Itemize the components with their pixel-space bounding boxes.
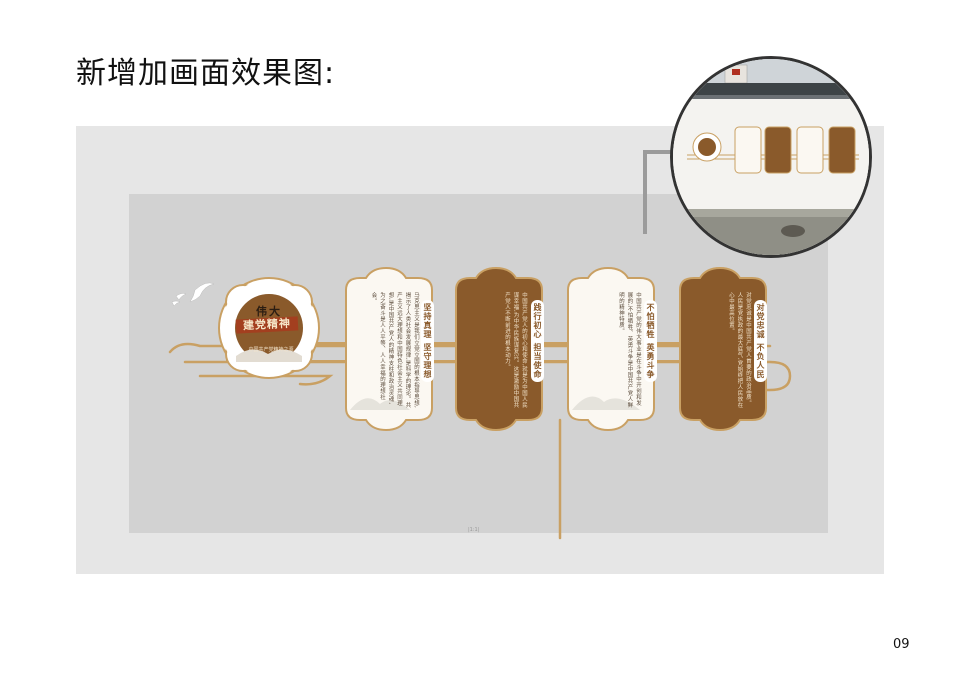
site-photo [673, 59, 869, 255]
card-4-body: 对党忠诚是中国共产党人首要的政治品质。人民是党执政的最大底气,党始终把人民放在心… [728, 292, 751, 409]
callout-connector-arm [643, 150, 683, 154]
card-4 [679, 266, 767, 432]
medallion-frame [218, 277, 320, 379]
card-1 [345, 266, 433, 432]
callout-connector [643, 150, 647, 234]
wall-scale-tag: |1:1| [468, 527, 480, 533]
card-3-heading: 不怕牺牲 英勇斗争 [644, 300, 657, 382]
card-4-heading: 对党忠诚 不负人民 [754, 300, 767, 382]
medallion-top-text: 伟大 [256, 305, 282, 318]
card-3-body: 中国共产党的伟大事业是在斗争中开创和发展的,不怕牺牲、英勇斗争是中国共产党人鲜明… [618, 292, 641, 409]
card-2-heading: 践行初心 担当使命 [531, 300, 544, 382]
ink-mountains [350, 396, 640, 410]
card-3 [567, 266, 655, 432]
card-2-body: 中国共产党人的初心和使命,就是为中国人民谋幸福,为中华民族谋复兴。这是激励中国共… [504, 292, 527, 409]
card-1-body: 马克思主义是我们立党立国的根本指导思想,揭示了人类社会发展规律,是科学的理论。共… [370, 292, 420, 409]
medallion-subtitle: 中国共产党精神之源 [248, 347, 294, 353]
card-2 [455, 266, 543, 432]
page-title: 新增加画面效果图: [76, 56, 336, 91]
site-photo-callout [670, 56, 872, 258]
page-number: 09 [893, 637, 910, 652]
birds-icon [171, 282, 215, 307]
gold-ribbon [168, 342, 792, 540]
card-1-heading: 坚持真理 坚守理想 [421, 300, 434, 382]
